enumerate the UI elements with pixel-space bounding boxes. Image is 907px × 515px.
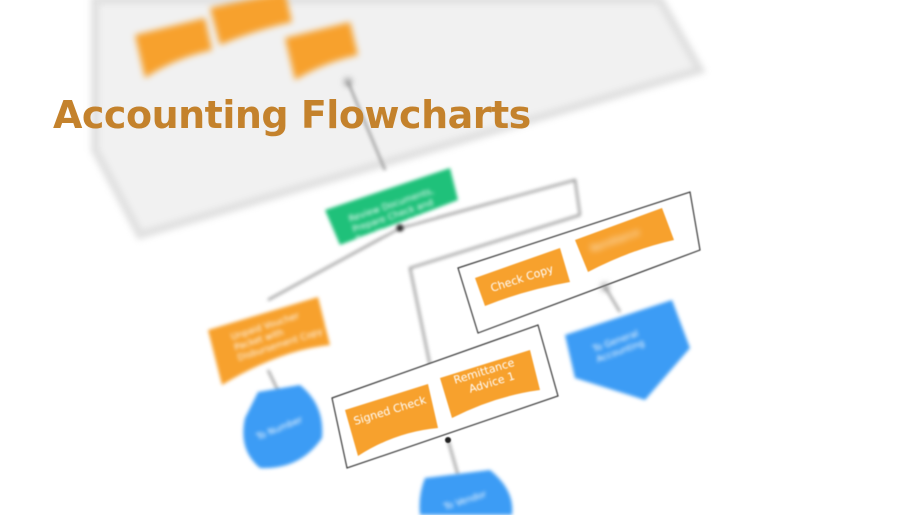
connector-to-signed-check bbox=[408, 214, 581, 366]
connector-upper-to-review bbox=[347, 81, 386, 171]
upper-swimlane bbox=[91, 0, 706, 240]
remittance-copy-node bbox=[575, 208, 674, 272]
right-swimlane: Check Copy bbox=[457, 191, 701, 334]
upper-doc-3 bbox=[285, 22, 358, 80]
page-title: Accounting Flowcharts bbox=[53, 93, 531, 137]
upper-doc-2 bbox=[210, 0, 292, 45]
lower-swimlane: Signed Check Remittance Advice 1 bbox=[331, 324, 559, 469]
right-swimlane-dot bbox=[601, 283, 609, 291]
to-number-node: To Number bbox=[243, 385, 323, 469]
upper-doc-1 bbox=[135, 18, 212, 78]
connector-signed-to-vendor bbox=[447, 439, 459, 476]
lower-swimlane-dot bbox=[445, 437, 451, 443]
upper-swimlane-frame bbox=[91, 0, 706, 240]
connector-review-to-remittance bbox=[399, 178, 581, 229]
check-copy-node bbox=[475, 248, 570, 306]
review-connector-dot bbox=[396, 224, 404, 232]
to-general-accounting-node: To General Accounting bbox=[565, 300, 690, 400]
signed-check-node bbox=[345, 384, 438, 456]
to-vendor-node: To Vendor bbox=[419, 470, 513, 515]
review-process-node: Review Documents, Prepare Check and Remi… bbox=[325, 168, 458, 246]
connector-review-to-voucher bbox=[267, 227, 401, 301]
voucher-packet-node: Unpaid Voucher Packet with Disbursement … bbox=[208, 297, 332, 385]
remittance-advice-node bbox=[440, 350, 540, 418]
connector-check-to-general bbox=[604, 286, 621, 313]
